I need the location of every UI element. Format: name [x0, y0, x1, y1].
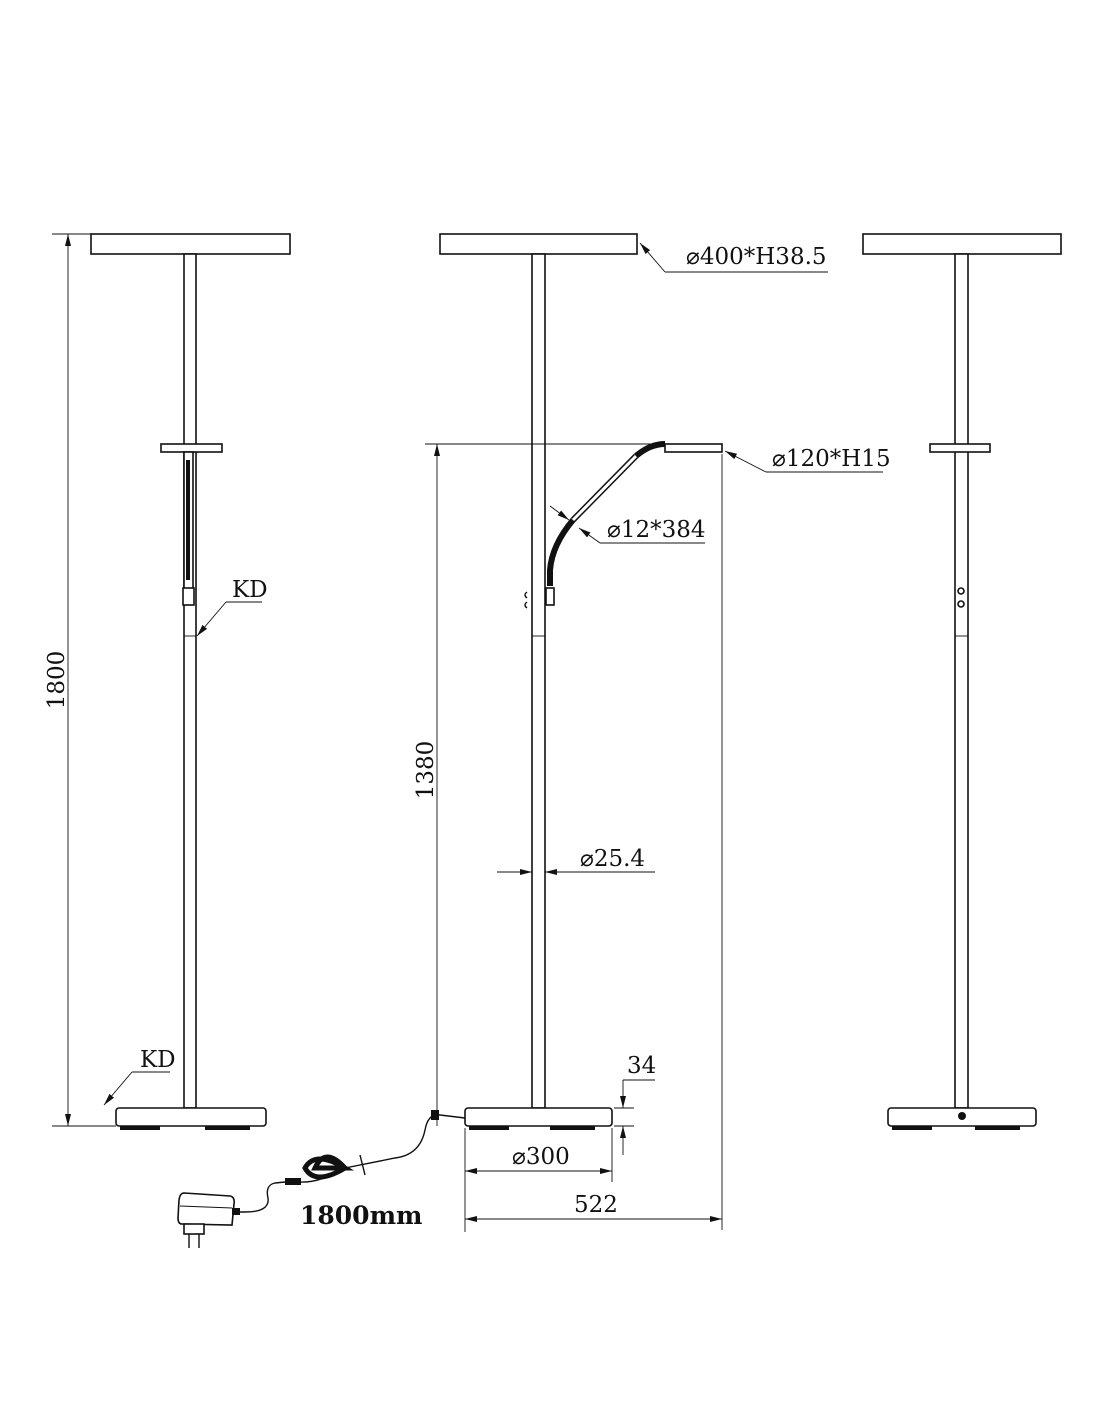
kd-lower-callout: KD	[103, 1047, 176, 1106]
kd-upper-callout: KD	[196, 577, 268, 637]
pole-dim-callout: ⌀25.4	[497, 846, 655, 875]
switch-button-icon	[957, 600, 965, 608]
reading-height-label: 1380	[413, 741, 439, 800]
head-dim-callout: ⌀400*H38.5	[639, 242, 828, 273]
reading-head-dim-callout: ⌀120*H15	[724, 446, 891, 473]
reading-head	[160, 443, 223, 453]
dimmer-button-icon	[957, 587, 965, 595]
base-width-dimension: ⌀300	[464, 1128, 613, 1232]
uplight-head	[439, 233, 638, 255]
reading-head	[664, 443, 723, 453]
total-width-label: 522	[574, 1192, 618, 1218]
cord-bundle	[302, 1154, 355, 1180]
base-dim-label: ⌀300	[512, 1144, 570, 1170]
pole-dim-label: ⌀25.4	[580, 846, 645, 872]
cord-length-label: 1800mm	[300, 1201, 423, 1230]
reading-height-dimension: 1380	[413, 443, 665, 1126]
uplight-head	[862, 233, 1062, 255]
head-dim-label: ⌀400*H38.5	[686, 244, 827, 270]
pole	[183, 253, 197, 1109]
cord-socket-icon	[958, 1112, 966, 1120]
arm-dim-label: ⌀12*384	[607, 517, 706, 543]
reading-head-dim-label: ⌀120*H15	[772, 446, 891, 472]
base	[464, 1107, 613, 1127]
base-height-label: 34	[627, 1053, 656, 1079]
base-height-dimension: 34	[614, 1053, 656, 1155]
pole	[954, 253, 969, 1109]
kd-lower-label: KD	[140, 1047, 176, 1073]
total-height-label: 1800	[44, 651, 70, 710]
arm-dim-callout: ⌀12*384	[549, 505, 706, 544]
total-width-dimension: 522	[465, 454, 723, 1230]
height-dimension: 1800	[44, 233, 116, 1127]
gooseneck	[547, 518, 576, 586]
power-adapter-icon	[177, 1192, 240, 1248]
reading-head	[929, 443, 991, 453]
switch-icon	[524, 591, 528, 609]
front-view-lamp	[439, 233, 723, 1130]
pole	[531, 253, 546, 1109]
left-view-lamp	[90, 233, 291, 1130]
kd-upper-label: KD	[232, 577, 268, 603]
uplight-head	[90, 233, 291, 255]
base	[115, 1107, 267, 1127]
side-view-lamp	[862, 233, 1062, 1130]
power-cord	[236, 1110, 466, 1213]
